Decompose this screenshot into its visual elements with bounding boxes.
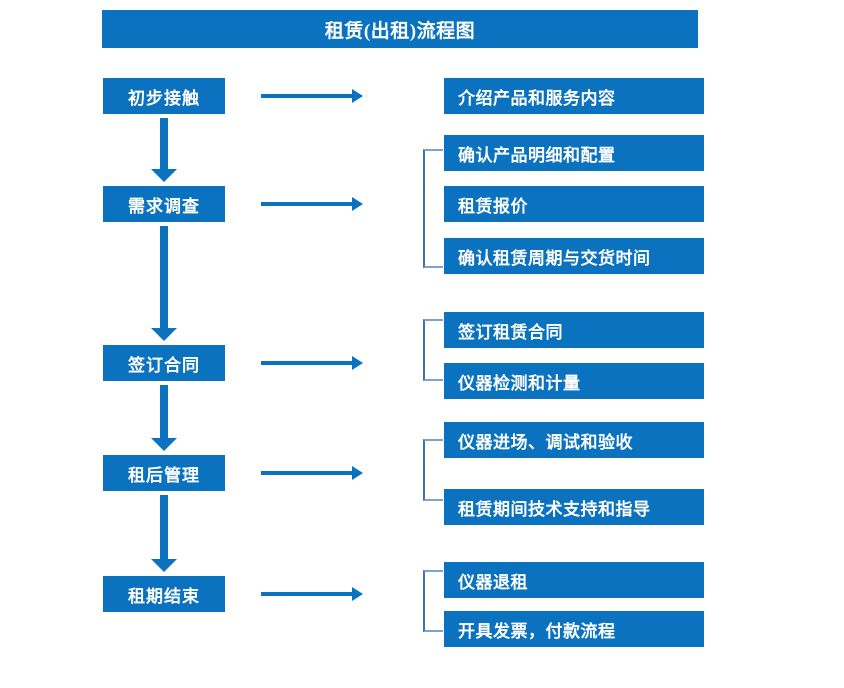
horizontal-arrow-2 — [261, 197, 363, 211]
detail-box-3-1[interactable]: 签订租赁合同 — [444, 312, 704, 348]
diagram-title: 租赁(出租)流程图 — [102, 10, 698, 48]
detail-box-2-1[interactable]: 确认产品明细和配置 — [444, 135, 704, 171]
detail-box-1-1[interactable]: 介绍产品和服务内容 — [444, 78, 704, 114]
bracket-connector-5 — [423, 570, 443, 632]
detail-box-2-3[interactable]: 确认租赁周期与交货时间 — [444, 238, 704, 274]
horizontal-arrow-1 — [261, 89, 363, 103]
stage-box-2[interactable]: 需求调查 — [103, 186, 225, 222]
detail-box-5-2[interactable]: 开具发票，付款流程 — [444, 611, 704, 647]
vertical-arrow-2-to-3 — [151, 226, 177, 341]
bracket-connector-3 — [423, 319, 443, 381]
bracket-connector-2 — [423, 149, 443, 268]
stage-box-1[interactable]: 初步接触 — [103, 78, 225, 114]
horizontal-arrow-4 — [261, 466, 363, 480]
vertical-arrow-3-to-4 — [151, 385, 177, 451]
detail-box-4-2[interactable]: 租赁期间技术支持和指导 — [444, 489, 704, 525]
detail-box-4-1[interactable]: 仪器进场、调试和验收 — [444, 422, 704, 458]
detail-box-2-2[interactable]: 租赁报价 — [444, 186, 704, 222]
horizontal-arrow-3 — [261, 356, 363, 370]
stage-box-4[interactable]: 租后管理 — [103, 455, 225, 491]
vertical-arrow-4-to-5 — [151, 495, 177, 572]
stage-box-5[interactable]: 租期结束 — [103, 576, 225, 612]
detail-box-3-2[interactable]: 仪器检测和计量 — [444, 363, 704, 399]
detail-box-5-1[interactable]: 仪器退租 — [444, 562, 704, 598]
bracket-connector-4 — [423, 439, 443, 501]
horizontal-arrow-5 — [261, 587, 363, 601]
stage-box-3[interactable]: 签订合同 — [103, 345, 225, 381]
vertical-arrow-1-to-2 — [151, 118, 177, 182]
